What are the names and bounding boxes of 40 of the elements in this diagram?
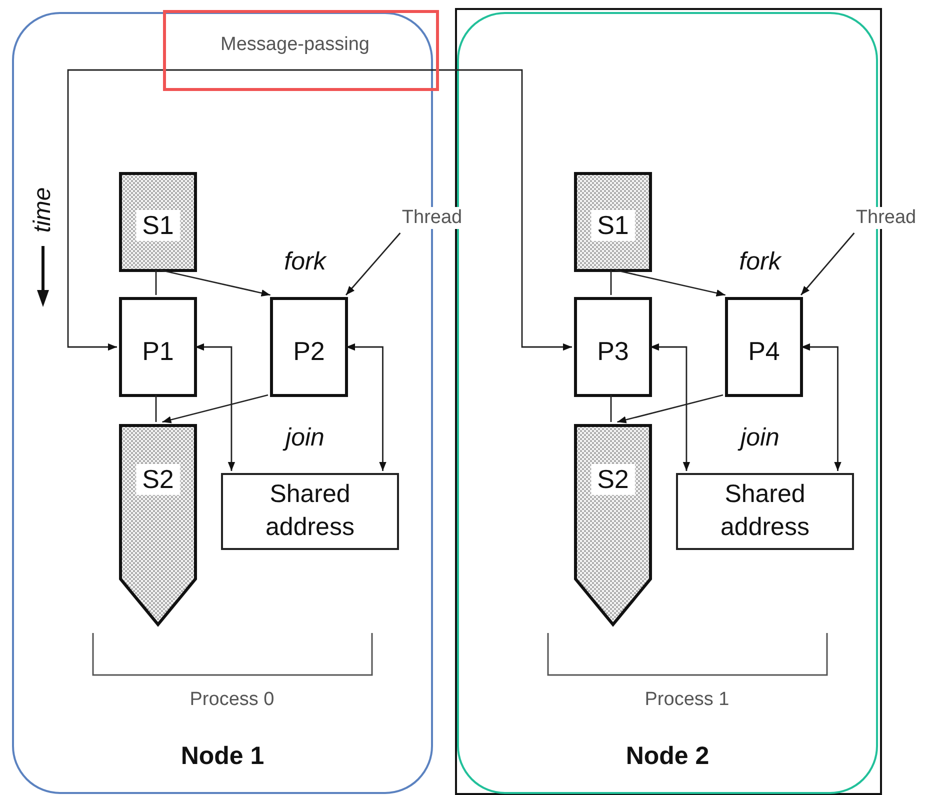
arrow <box>195 343 236 471</box>
serial-block <box>574 172 652 272</box>
bracket-label: Process 1 <box>644 689 730 711</box>
node-label: P4 <box>748 336 780 367</box>
leader-line <box>800 232 855 296</box>
arrow <box>346 343 386 471</box>
node-label: Shared address <box>264 479 356 543</box>
thread-box <box>119 297 197 397</box>
axis-label: time <box>29 187 57 233</box>
arrow <box>801 343 842 471</box>
bracket-label: Process 0 <box>190 689 274 711</box>
arrow <box>162 394 268 424</box>
node-label: Shared address <box>720 479 810 543</box>
annotation-text: fork <box>739 248 781 276</box>
node-label: S2 <box>591 464 635 495</box>
node-title: Node 1 <box>180 742 264 771</box>
callout-text: Thread <box>402 207 462 229</box>
node-label: P1 <box>142 336 174 367</box>
node-label: S1 <box>591 210 635 241</box>
arrow <box>614 269 726 297</box>
leader-line <box>345 232 401 296</box>
serial-block <box>119 424 197 626</box>
memory-box <box>221 473 399 550</box>
node-label: S1 <box>136 210 180 241</box>
thread-box <box>574 297 652 397</box>
node-label: P2 <box>293 336 325 367</box>
serial-block <box>574 424 652 626</box>
node-title: Node 2 <box>626 742 710 771</box>
callout-text: Thread <box>856 207 916 229</box>
arrow <box>67 69 572 351</box>
serial-block <box>119 172 197 272</box>
thread-box <box>270 297 348 397</box>
arrow <box>650 343 690 471</box>
thread-box <box>725 297 803 397</box>
node-label: P3 <box>597 336 629 367</box>
memory-box <box>676 473 854 550</box>
node-label: S2 <box>136 464 180 495</box>
annotation-text: fork <box>284 248 326 276</box>
arrow <box>617 394 724 424</box>
arrow <box>160 269 270 297</box>
